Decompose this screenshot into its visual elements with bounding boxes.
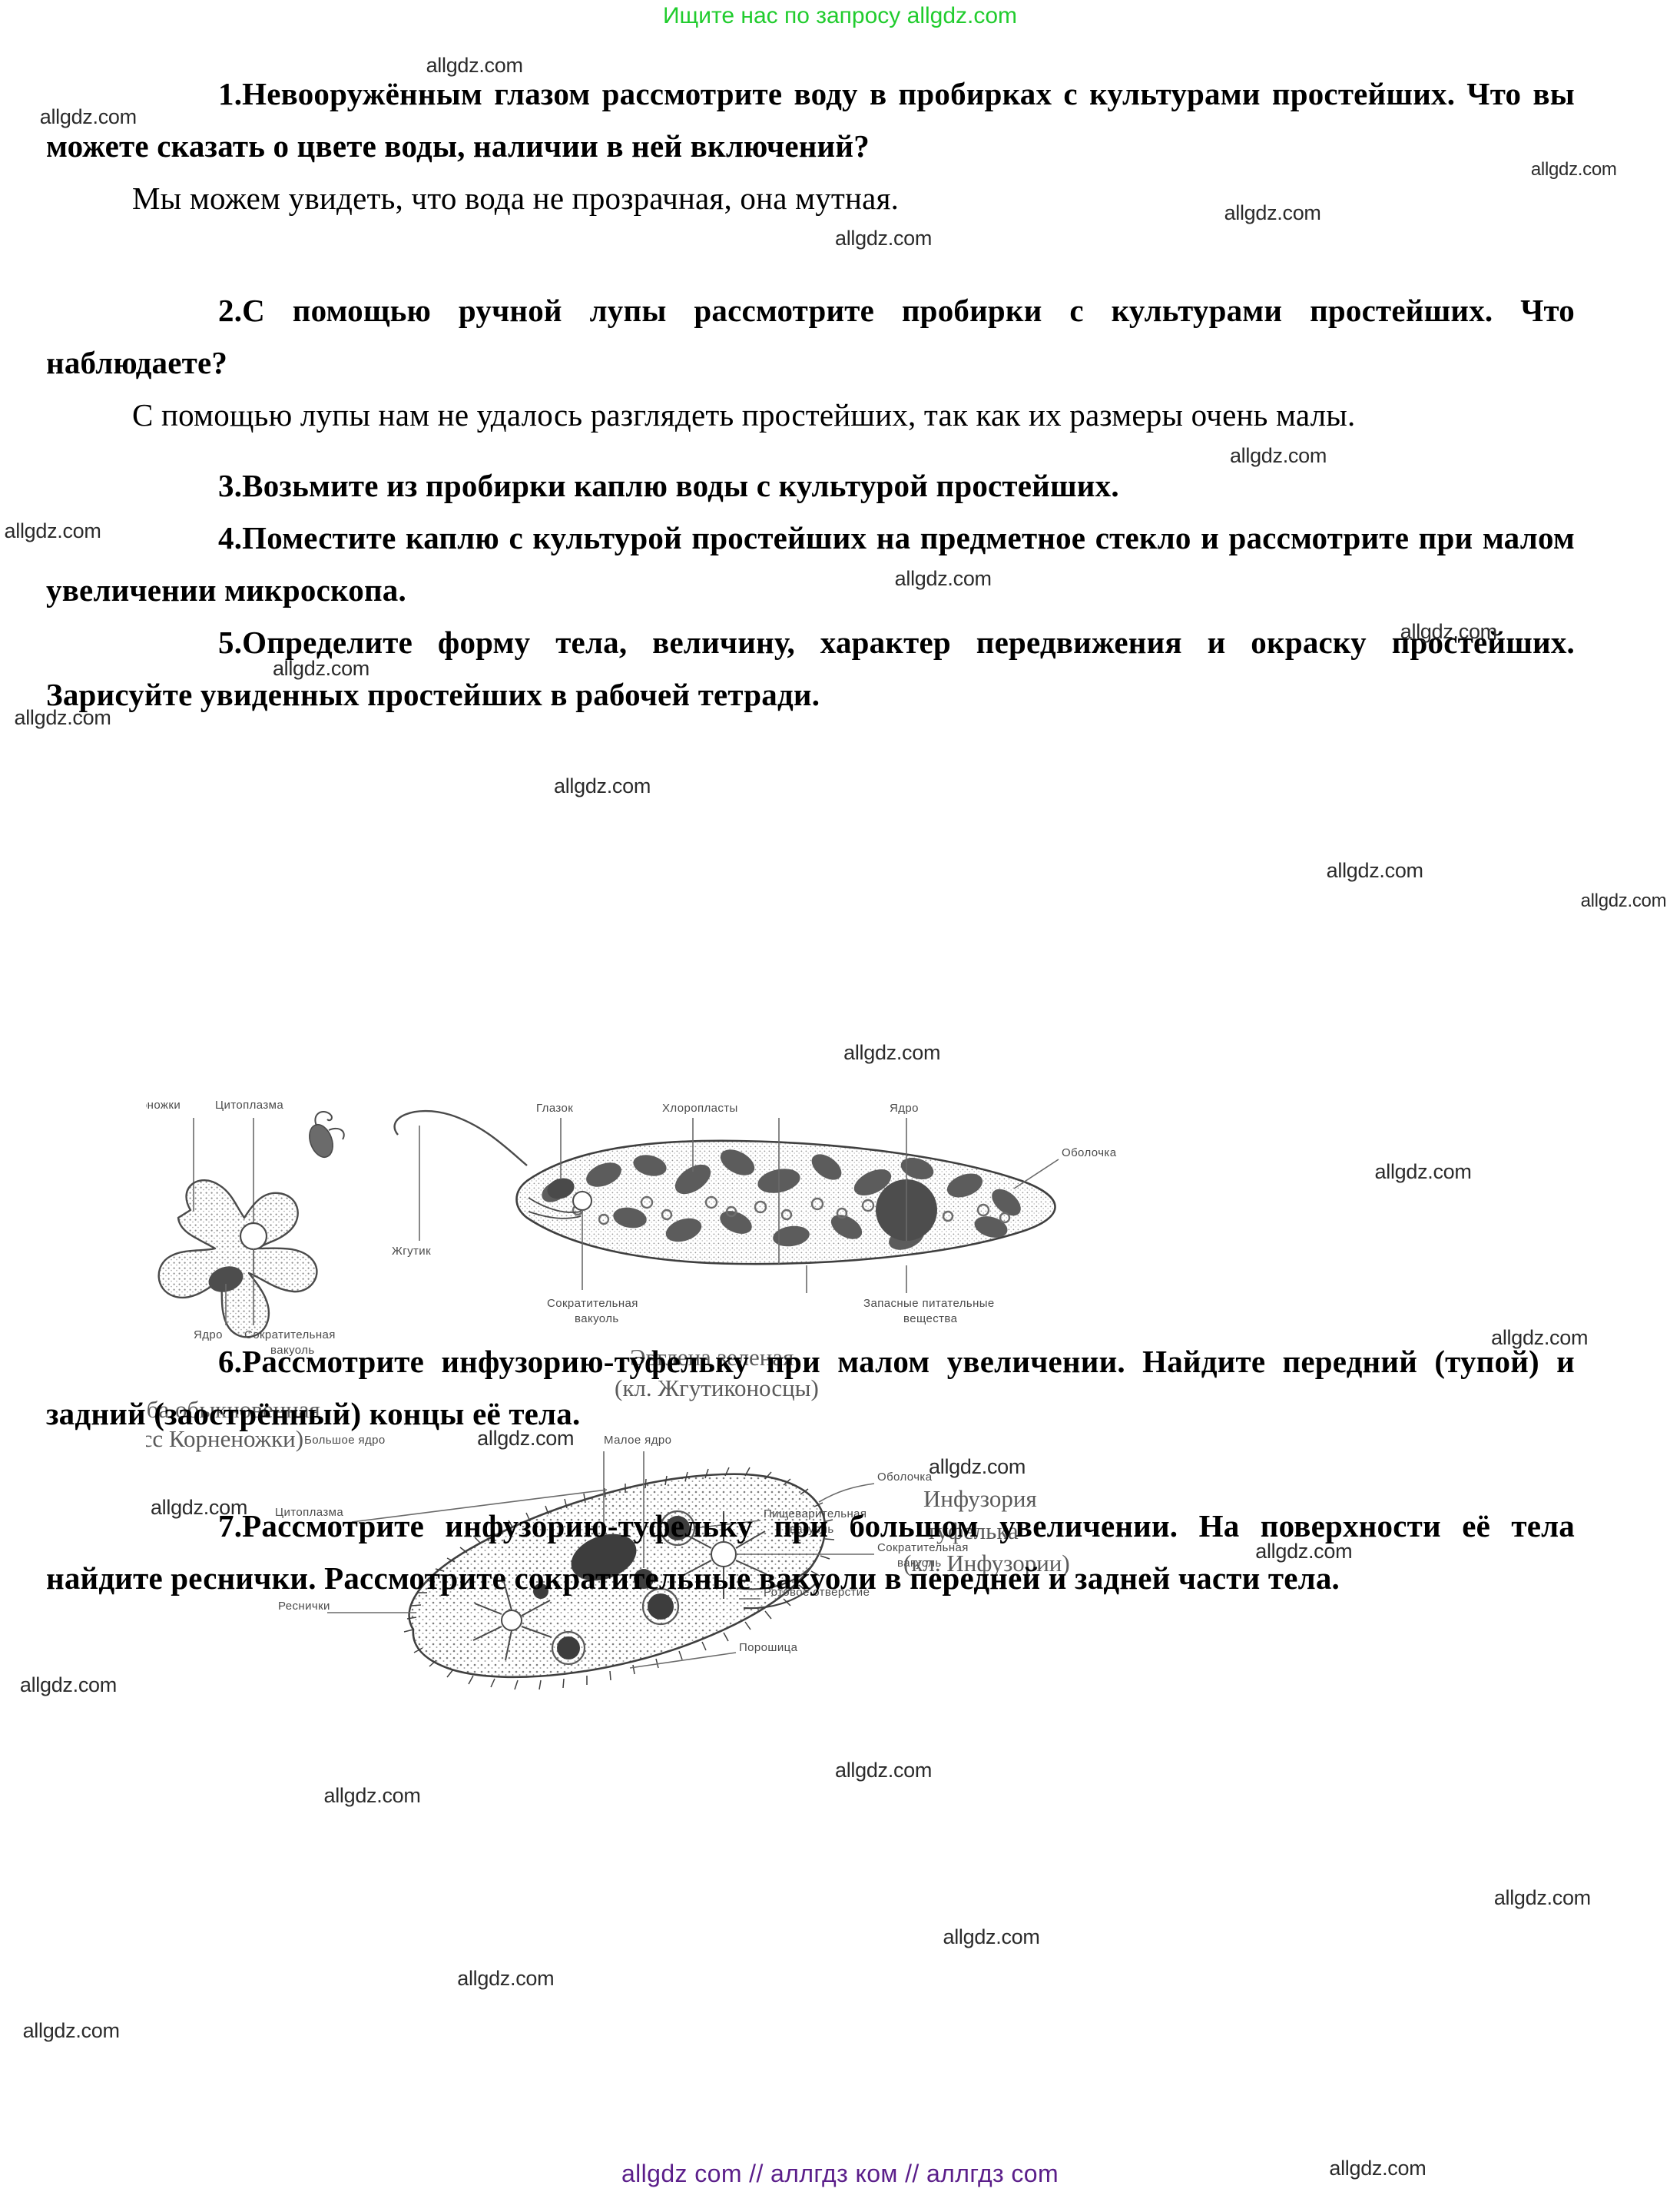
site-tagline-footer: allgdz com // аллгдз ком // аллгдз com — [621, 2160, 1059, 2187]
task-2: 2.С помощью ручной лупы рассмотрите проб… — [46, 284, 1575, 389]
task-4-text: Поместите каплю с культурой простейших н… — [46, 520, 1575, 608]
watermark: allgdz.com — [457, 1966, 555, 1990]
task-3: 3.Возьмите из пробирки каплю воды с куль… — [46, 459, 1575, 512]
amoeba-label-pseudopodia: Ложноножки — [146, 1099, 181, 1112]
paramecium-name-line1: Инфузория — [923, 1485, 1037, 1512]
task-6: 6.Рассмотрите инфузорию-туфельку при мал… — [46, 1335, 1575, 1440]
task-7-number: 7. — [218, 1508, 243, 1544]
task-2-number: 2. — [218, 293, 243, 328]
watermark: allgdz.com — [323, 1783, 421, 1807]
euglena-label-contractile-vacuole-2: вакуоль — [575, 1312, 619, 1325]
task-5-number: 5. — [218, 625, 243, 660]
paramecium-label-cilia: Реснички — [278, 1600, 330, 1613]
answer-1: Мы можем увидеть, что вода не прозрачная… — [132, 181, 900, 216]
answer-2: С помощью лупы нам не удалось разглядеть… — [132, 397, 1356, 433]
task-1-text: Невооружённым глазом рассмотрите воду в … — [46, 76, 1575, 164]
protozoa-diagram-figure: Ложноножки Цитоплазма Ядро Сократительна… — [146, 1095, 1390, 1732]
paramecium-name-line2: туфелька — [926, 1517, 1019, 1544]
amoeba-label-cytoplasm: Цитоплазма — [215, 1099, 283, 1112]
euglena-label-membrane: Оболочка — [1062, 1146, 1117, 1159]
task-7: 7.Рассмотрите инфузорию-туфельку при бол… — [46, 1500, 1575, 1604]
paramecium-name-line3: (кл. Инфузории) — [903, 1550, 1070, 1577]
amoeba-name-line2: (класс Корненожки) — [146, 1425, 303, 1452]
paramecium-label-cytoproct: Порошица — [739, 1641, 798, 1654]
paramecium-label-mouth: Ротовое отверстие — [764, 1586, 870, 1599]
task-7-text: Рассмотрите инфузорию-туфельку при больш… — [46, 1508, 1575, 1596]
task-3-number: 3. — [218, 468, 243, 503]
task-1-number: 1. — [218, 76, 243, 111]
paramecium-label-macronucleus: Большое ядро — [304, 1434, 386, 1447]
paramecium-label-cytoplasm: Цитоплазма — [275, 1506, 343, 1519]
paramecium-drawing: Большое ядро Малое ядро Оболочка Сократи… — [275, 1434, 1070, 1690]
task-5-text: Определите форму тела, величину, характе… — [46, 625, 1575, 712]
euglena-label-reserve-2: вещества — [903, 1312, 958, 1325]
task-6-text: Рассмотрите инфузорию-туфельку при малом… — [46, 1344, 1575, 1431]
euglena-label-nucleus: Ядро — [890, 1102, 919, 1115]
euglena-label-flagellum: Жгутик — [392, 1245, 431, 1258]
paramecium-label-digestive-vacuole-1: Пищеварительная — [764, 1507, 867, 1520]
euglena-label-eyespot: Глазок — [536, 1102, 573, 1115]
euglena-label-chloroplasts: Хлоропласты — [662, 1102, 738, 1115]
task-5: 5.Определите форму тела, величину, харак… — [46, 616, 1575, 721]
amoeba-label-contractile-vacuole-1: Сократительная — [244, 1328, 336, 1341]
paramecium-label-membrane: Оболочка — [877, 1471, 933, 1484]
amoeba-name-line1: Амеба обыкновенная — [146, 1396, 320, 1423]
paramecium-label-digestive-vacuole-2: вакуоль — [790, 1523, 834, 1536]
euglena-drawing: Жгутик — [392, 1102, 1117, 1401]
watermark: allgdz.com — [943, 1925, 1040, 1949]
watermark: allgdz.com — [22, 2019, 120, 2043]
amoeba-label-nucleus: Ядро — [194, 1328, 223, 1341]
watermark: allgdz.com — [1580, 890, 1667, 912]
task-3-text: Возьмите из пробирки каплю воды с культу… — [242, 468, 1119, 503]
task-6-number: 6. — [218, 1344, 243, 1379]
euglena-name-line1: Эвглена зеленая — [630, 1344, 794, 1371]
euglena-label-reserve-1: Запасные питательные — [863, 1297, 995, 1310]
euglena-label-contractile-vacuole-1: Сократительная — [547, 1297, 638, 1310]
watermark: allgdz.com — [835, 1758, 933, 1782]
euglena-name-line2: (кл. Жгутиконосцы) — [615, 1374, 819, 1401]
task-2-text: С помощью ручной лупы рассмотрите пробир… — [46, 293, 1575, 380]
paramecium-label-micronucleus: Малое ядро — [604, 1434, 671, 1447]
task-4-number: 4. — [218, 520, 243, 555]
small-euglena-sketch — [309, 1111, 345, 1159]
worksheet-body: 1.Невооружённым глазом рассмотрите воду … — [46, 68, 1575, 1604]
amoeba-drawing: Ложноножки Цитоплазма Ядро Сократительна… — [146, 1099, 336, 1452]
watermark: allgdz.com — [1493, 1885, 1591, 1909]
paramecium-label-contractile-vacuole-1: Сократительная — [877, 1541, 969, 1554]
watermark: allgdz.com — [19, 1673, 117, 1696]
task-1: 1.Невооружённым глазом рассмотрите воду … — [46, 68, 1575, 172]
site-tagline-header: Ищите нас по запросу allgdz.com — [662, 3, 1018, 28]
amoeba-label-contractile-vacuole-2: вакуоль — [270, 1344, 315, 1357]
task-4: 4.Поместите каплю с культурой простейших… — [46, 512, 1575, 616]
paramecium-label-contractile-vacuole-2: вакуоль — [897, 1557, 942, 1570]
